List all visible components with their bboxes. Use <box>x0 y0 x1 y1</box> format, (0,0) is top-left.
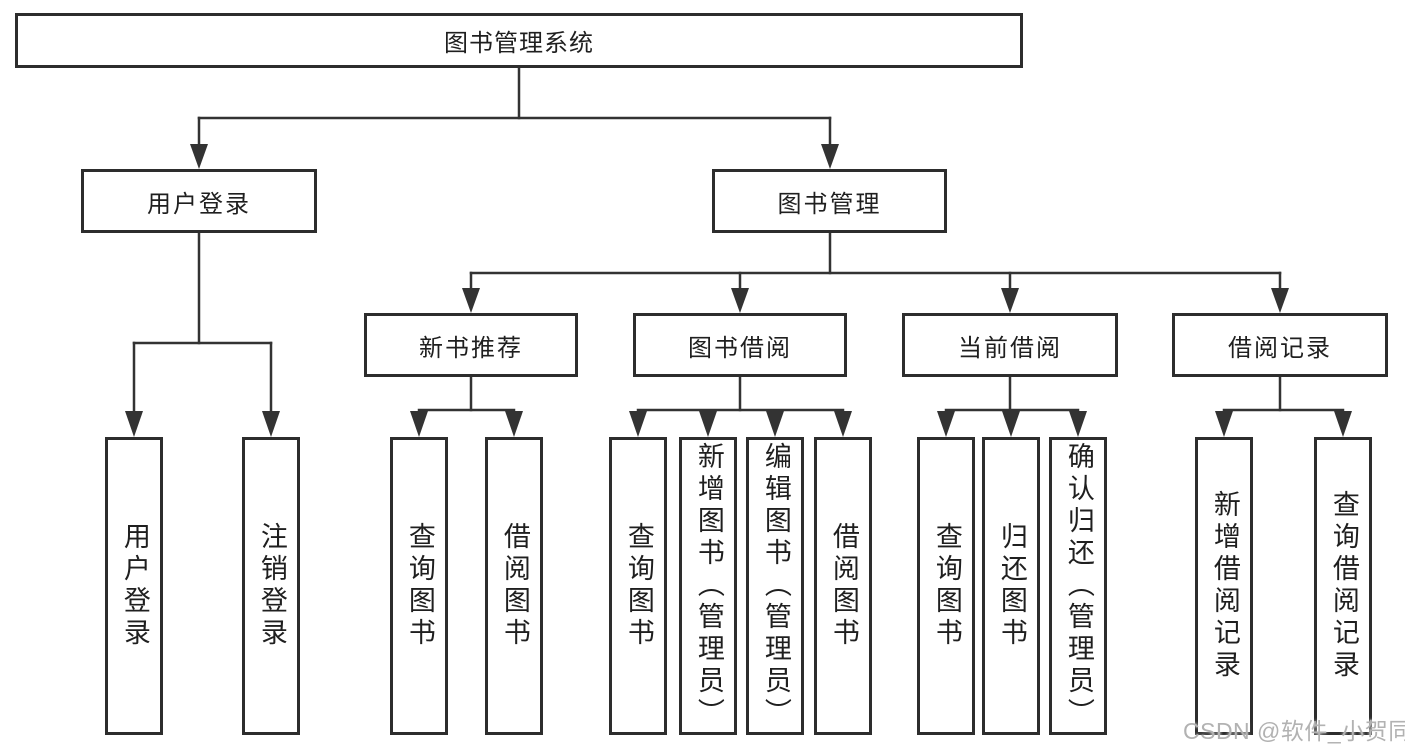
leaf-query-borrow-record-label: 查询借阅记录 <box>1328 490 1359 682</box>
node-user-login-label: 用户登录 <box>147 190 251 218</box>
leaf-user-login-label: 用户登录 <box>119 522 150 650</box>
leaf-confirm-return-admin: 确认归还（管理员） <box>1049 437 1107 735</box>
leaf-query-books-borrowing-label: 查询图书 <box>623 522 654 650</box>
node-book-management: 图书管理 <box>712 169 947 233</box>
node-library-management-system-label: 图书管理系统 <box>444 30 594 57</box>
node-new-book-recommendation: 新书推荐 <box>364 313 578 377</box>
node-current-borrowing-label: 当前借阅 <box>958 334 1062 362</box>
connector-user-login-children <box>125 231 280 437</box>
connector-records-children <box>1215 375 1352 437</box>
leaf-confirm-return-admin-label: 确认归还（管理员） <box>1063 442 1094 730</box>
leaf-add-borrow-record: 新增借阅记录 <box>1195 437 1253 735</box>
leaf-return-books: 归还图书 <box>982 437 1040 735</box>
leaf-return-books-label: 归还图书 <box>996 522 1027 650</box>
node-book-borrowing-label: 图书借阅 <box>688 334 792 362</box>
node-borrowing-records-label: 借阅记录 <box>1228 334 1332 362</box>
connector-root-to-level2 <box>190 66 839 169</box>
leaf-borrow-books-recommend-label: 借阅图书 <box>499 522 530 650</box>
leaf-user-login: 用户登录 <box>105 437 163 735</box>
leaf-query-borrow-record: 查询借阅记录 <box>1314 437 1372 735</box>
leaf-logout: 注销登录 <box>242 437 300 735</box>
leaf-query-books-current: 查询图书 <box>917 437 975 735</box>
leaf-query-books-recommend-label: 查询图书 <box>404 522 435 650</box>
leaf-add-book-admin: 新增图书（管理员） <box>679 437 737 735</box>
node-borrowing-records: 借阅记录 <box>1172 313 1388 377</box>
connector-current-borrowing-children <box>937 375 1087 437</box>
leaf-add-borrow-record-label: 新增借阅记录 <box>1209 490 1240 682</box>
node-book-borrowing: 图书借阅 <box>633 313 847 377</box>
connector-book-borrowing-children <box>629 375 852 437</box>
node-user-login: 用户登录 <box>81 169 317 233</box>
node-library-management-system: 图书管理系统 <box>15 13 1023 68</box>
leaf-query-books-borrowing: 查询图书 <box>609 437 667 735</box>
leaf-query-books-current-label: 查询图书 <box>931 522 962 650</box>
leaf-query-books-recommend: 查询图书 <box>390 437 448 735</box>
node-current-borrowing: 当前借阅 <box>902 313 1118 377</box>
leaf-borrow-books-borrowing-label: 借阅图书 <box>828 522 859 650</box>
connector-book-management-to-level3 <box>462 231 1289 313</box>
leaf-logout-label: 注销登录 <box>256 522 287 650</box>
connector-new-book-children <box>410 375 523 437</box>
node-new-book-recommendation-label: 新书推荐 <box>419 334 523 362</box>
leaf-edit-book-admin: 编辑图书（管理员） <box>746 437 804 735</box>
leaf-borrow-books-borrowing: 借阅图书 <box>814 437 872 735</box>
node-book-management-label: 图书管理 <box>777 190 882 218</box>
csdn-watermark: CSDN @软件_小贺同学 <box>1183 718 1405 744</box>
leaf-borrow-books-recommend: 借阅图书 <box>485 437 543 735</box>
leaf-add-book-admin-label: 新增图书（管理员） <box>693 442 724 730</box>
leaf-edit-book-admin-label: 编辑图书（管理员） <box>760 442 791 730</box>
